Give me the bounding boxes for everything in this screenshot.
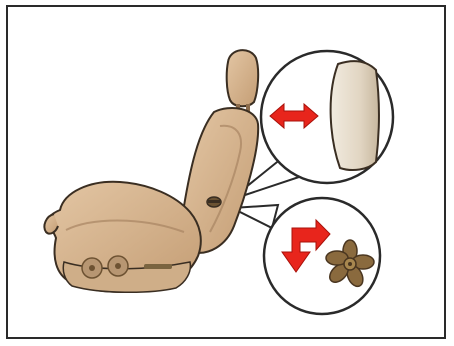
lumbar-cushion [329, 60, 380, 171]
car-seat [43, 49, 260, 294]
bent-arrow-icon [281, 218, 331, 273]
flower-knob-icon [325, 239, 375, 288]
seat-side-lever [144, 264, 172, 269]
seat-side-gear-icon [81, 257, 103, 279]
lumbar-knob-icon [206, 196, 222, 208]
seat-headrest [225, 49, 260, 108]
lumbar-support-callout [259, 49, 395, 185]
headrest-post [246, 104, 250, 114]
lower-callout-pointer [228, 203, 280, 230]
double-headed-arrow-icon [269, 102, 319, 130]
seat-side-gear-icon [107, 255, 129, 277]
knob-rotation-callout [262, 196, 382, 316]
seat-backrest [180, 107, 260, 254]
